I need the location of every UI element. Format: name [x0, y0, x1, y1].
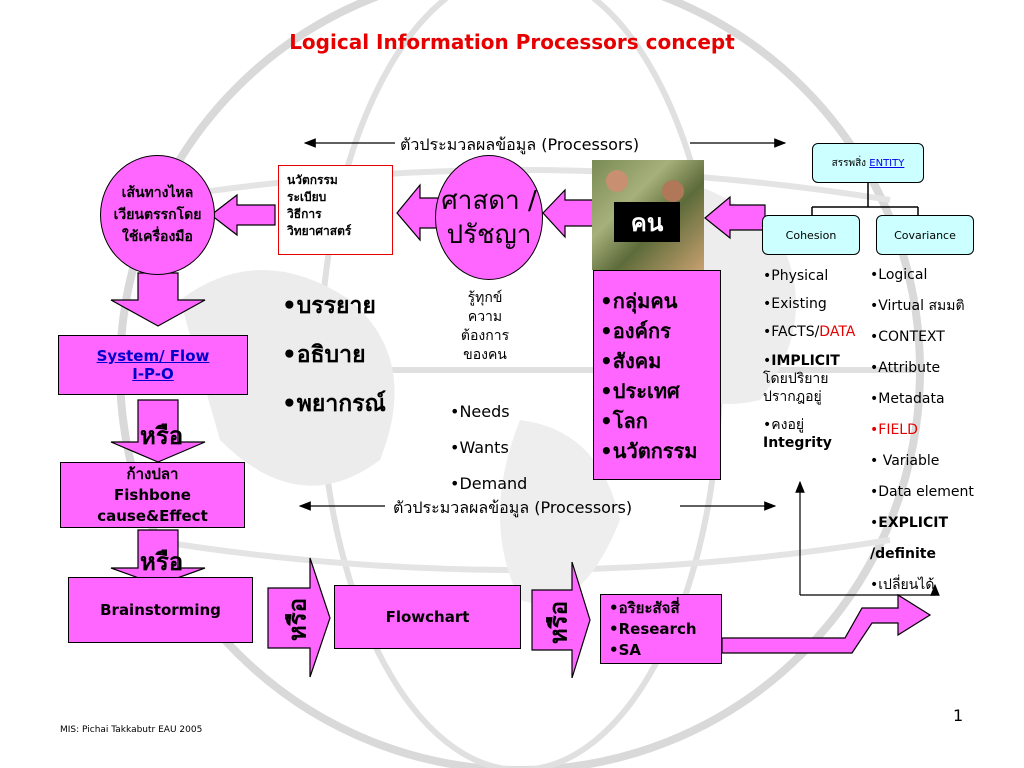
footer-text: MIS: Pichai Takkabutr EAU 2005: [60, 725, 203, 735]
arrow-down-2: [110, 399, 206, 463]
entity-box: สรรพสิ่ง ENTITY: [812, 143, 924, 183]
processors-label-bottom: ตัวประมวลผลข้อมูล (Processors): [393, 498, 633, 517]
system-flow-box[interactable]: System/ Flow I-P-O: [58, 335, 248, 395]
list-item: •Existing: [763, 296, 827, 312]
explain-list: บรรยาย อธิบาย พยากรณ์: [282, 282, 386, 429]
innovation-box: นวัตกรรม ระเบียบ วิธีการ วิทยาศาสตร์: [278, 165, 393, 255]
list-item: •Metadata: [870, 391, 945, 407]
people-label: คน: [614, 202, 680, 242]
or-label: หรือ: [140, 548, 184, 576]
list-item: •EXPLICIT: [870, 515, 949, 531]
fishbone-box: ก้างปลา Fishbone cause&Effect: [60, 462, 245, 528]
list-item: นวัตกรรม: [600, 436, 714, 466]
research-box: •อริยะสัจสี่ •Research •SA: [600, 594, 722, 664]
or-label: หรือ: [544, 600, 573, 645]
person-head: [606, 170, 628, 192]
covariance-list: •Logical •Virtual สมมติ •CONTEXT •Attrib…: [870, 260, 1020, 601]
arrow-left-1: [210, 193, 276, 237]
list-item: •FIELD: [870, 422, 918, 438]
entity-link[interactable]: ENTITY: [869, 157, 905, 169]
list-item: บรรยาย: [282, 282, 386, 331]
list-item: •Attribute: [870, 360, 941, 376]
list-item: •Physical: [763, 268, 829, 284]
list-item: •อริยะสัจสี่: [609, 599, 680, 617]
people-photo: คน: [592, 160, 704, 270]
list-item: •CONTEXT: [870, 329, 945, 345]
list-item: •SA: [609, 641, 642, 659]
brainstorming-box: Brainstorming: [68, 577, 253, 643]
bend-arrow: [721, 593, 932, 654]
page-number: 1: [953, 706, 964, 725]
list-item: อธิบาย: [282, 331, 386, 380]
or-label: หรือ: [283, 597, 312, 642]
covariance-box: Covariance: [876, 215, 974, 255]
needs-list: Needs Wants Demand: [450, 394, 527, 502]
philosophy-ellipse: ศาสดา /ปรัชญา: [435, 155, 543, 280]
arrow-right-1: [267, 557, 331, 678]
groups-box: กลุ่มคน องค์กร สังคม ประเทศ โลก นวัตกรรม: [593, 270, 721, 480]
list-item: •คงอยู่Integrity: [763, 417, 832, 451]
list-item: Needs: [450, 394, 527, 430]
arrow-right-2: [531, 561, 591, 679]
list-item: •FACTS/DATA: [763, 324, 856, 340]
needs-text: รู้ทุกข์ ความ ต้องการ ของคน: [460, 290, 510, 363]
list-item: ประเทศ: [600, 376, 714, 406]
arrow-down-3: [110, 529, 206, 586]
list-item: •Virtual สมมติ: [870, 298, 965, 314]
list-item: •Logical: [870, 267, 928, 283]
person-head: [662, 180, 684, 202]
flowchart-box: Flowchart: [334, 585, 521, 649]
list-item: •Data element: [870, 484, 974, 500]
page-title: Logical Information Processors concept: [289, 30, 735, 54]
logic-flow-ellipse: เส้นทางไหลเวียนตรรกโดยใช้เครื่องมือ: [100, 155, 215, 275]
list-item: พยากรณ์: [282, 380, 386, 429]
arrow-left-4: [704, 195, 766, 240]
arrow-left-3: [542, 188, 596, 239]
processors-label-top: ตัวประมวลผลข้อมูล (Processors): [400, 135, 640, 154]
list-item: Demand: [450, 466, 527, 502]
list-item: กลุ่มคน: [600, 286, 714, 316]
list-item: โลก: [600, 406, 714, 436]
cohesion-list: •Physical •Existing •FACTS/DATA •IMPLICI…: [763, 268, 873, 452]
arrow-down-1: [110, 272, 206, 327]
list-item: องค์กร: [600, 316, 714, 346]
cohesion-box: Cohesion: [762, 215, 860, 255]
list-item: /definite: [870, 546, 936, 562]
arrow-left-2: [396, 183, 441, 242]
list-item: Wants: [450, 430, 527, 466]
or-label: หรือ: [140, 422, 184, 450]
list-item: •Research: [609, 620, 697, 638]
list-item: สังคม: [600, 346, 714, 376]
list-item: • Variable: [870, 453, 940, 469]
list-item: •เปลี่ยนได้: [870, 577, 935, 593]
